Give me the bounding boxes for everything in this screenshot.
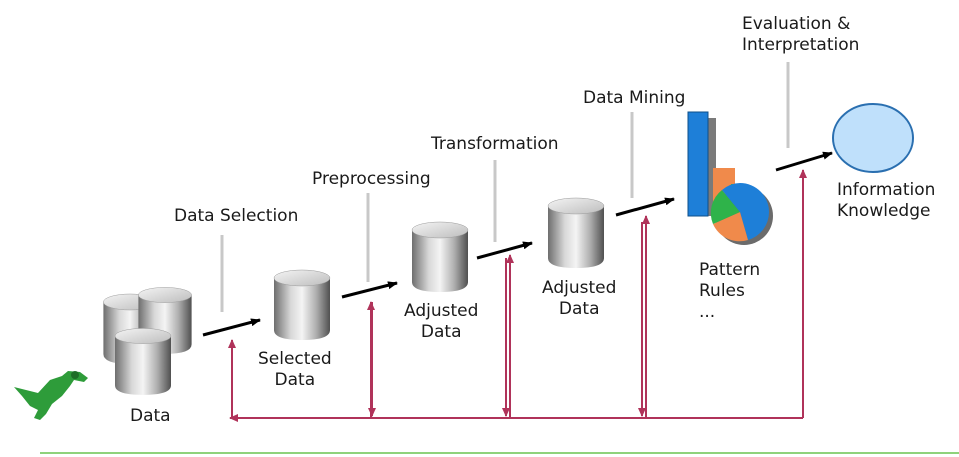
selected-line-1: Selected	[258, 349, 332, 369]
result-line-2: Knowledge	[837, 201, 931, 221]
forward-arrows	[202, 151, 833, 337]
adjusted1-line-1: Adjusted	[404, 301, 479, 321]
pattern-line-1: Pattern	[699, 260, 761, 280]
step-label-data-mining: Data Mining	[583, 88, 686, 108]
arrow-to-transformed	[476, 241, 533, 260]
selected-data-cylinder-icon	[273, 269, 331, 341]
pattern-line-3: ...	[699, 302, 716, 322]
cylinder-icon	[114, 328, 172, 396]
arrow-to-mining	[615, 197, 675, 217]
adjusted-data-cylinder-icon-2	[547, 197, 605, 269]
store-label-adjusted-data-2: Adjusted Data	[542, 278, 616, 320]
footer-divider	[40, 452, 959, 454]
adjusted-data-cylinder-icon	[411, 221, 469, 293]
pattern-line-2: Rules	[699, 281, 745, 301]
arrow-to-selected	[202, 318, 261, 337]
knowledge-circle-icon	[832, 103, 914, 173]
selected-line-2: Data	[274, 370, 316, 390]
feedback-loop	[228, 169, 807, 422]
evaluation-line-1: Evaluation &	[742, 14, 851, 34]
arrow-to-preprocessed	[341, 281, 398, 299]
step-pointer-lines	[220, 62, 790, 312]
evaluation-line-2: Interpretation	[742, 35, 860, 55]
result-label: Information Knowledge	[837, 180, 935, 222]
step-label-transformation: Transformation	[431, 134, 559, 154]
step-label-data-selection: Data Selection	[174, 206, 299, 226]
adjusted1-line-2: Data	[420, 322, 462, 342]
data-cylinder-group	[103, 287, 192, 396]
step-label-evaluation: Evaluation & Interpretation	[742, 14, 859, 56]
pattern-rules-label: Pattern Rules ...	[699, 260, 760, 323]
result-line-1: Information	[837, 180, 936, 200]
adjusted2-line-2: Data	[558, 299, 600, 319]
adjusted2-line-1: Adjusted	[542, 278, 617, 298]
pattern-chart-icon	[687, 111, 773, 245]
mascot-logo-icon	[14, 371, 88, 420]
store-label-data: Data	[130, 406, 171, 426]
arrow-to-knowledge	[775, 151, 833, 172]
step-label-preprocessing: Preprocessing	[312, 169, 431, 189]
store-label-selected-data: Selected Data	[258, 349, 332, 391]
store-label-adjusted-data-1: Adjusted Data	[404, 301, 478, 343]
